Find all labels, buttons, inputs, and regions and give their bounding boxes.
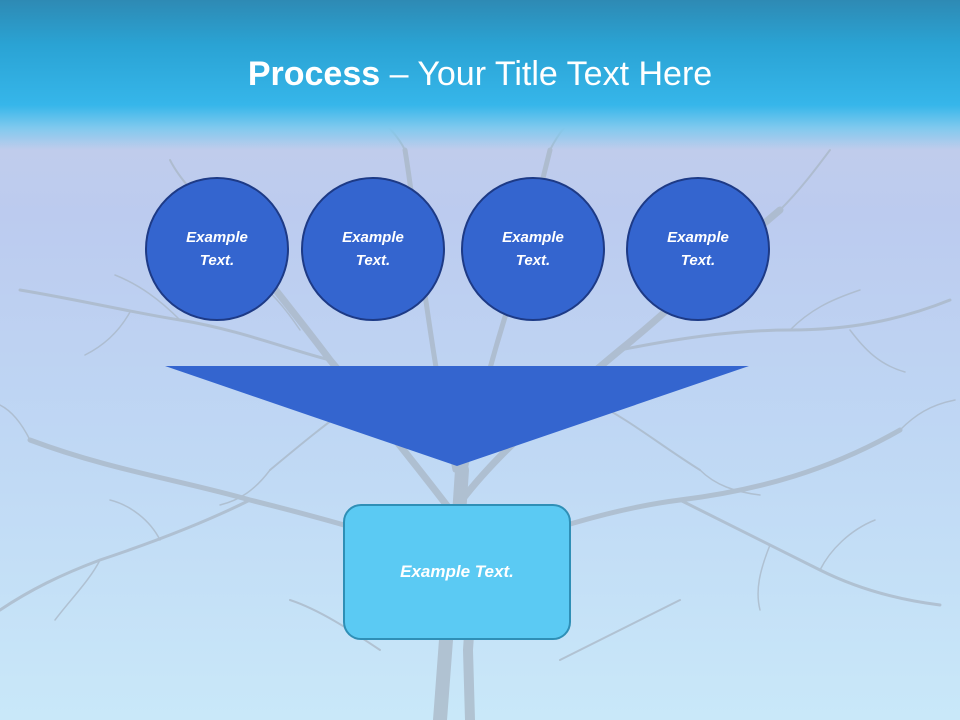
- process-circle-2-label: Example Text.: [342, 229, 404, 269]
- process-circle-1: Example Text.: [145, 177, 289, 321]
- process-circle-3: Example Text.: [461, 177, 605, 321]
- process-circle-2: Example Text.: [301, 177, 445, 321]
- result-box: Example Text.: [343, 504, 571, 640]
- slide-title: Process – Your Title Text Here: [0, 52, 960, 96]
- result-box-label: Example Text.: [400, 562, 514, 581]
- process-circle-3-label: Example Text.: [502, 229, 564, 269]
- process-circle-1-label: Example Text.: [186, 229, 248, 269]
- process-circle-4: Example Text.: [626, 177, 770, 321]
- process-circle-4-label: Example Text.: [667, 229, 729, 269]
- title-bar: [0, 0, 960, 150]
- title-bold-text: Process: [247, 55, 381, 93]
- funnel-arrow: [165, 366, 749, 466]
- title-rest-text: – Your Title Text Here: [380, 55, 713, 93]
